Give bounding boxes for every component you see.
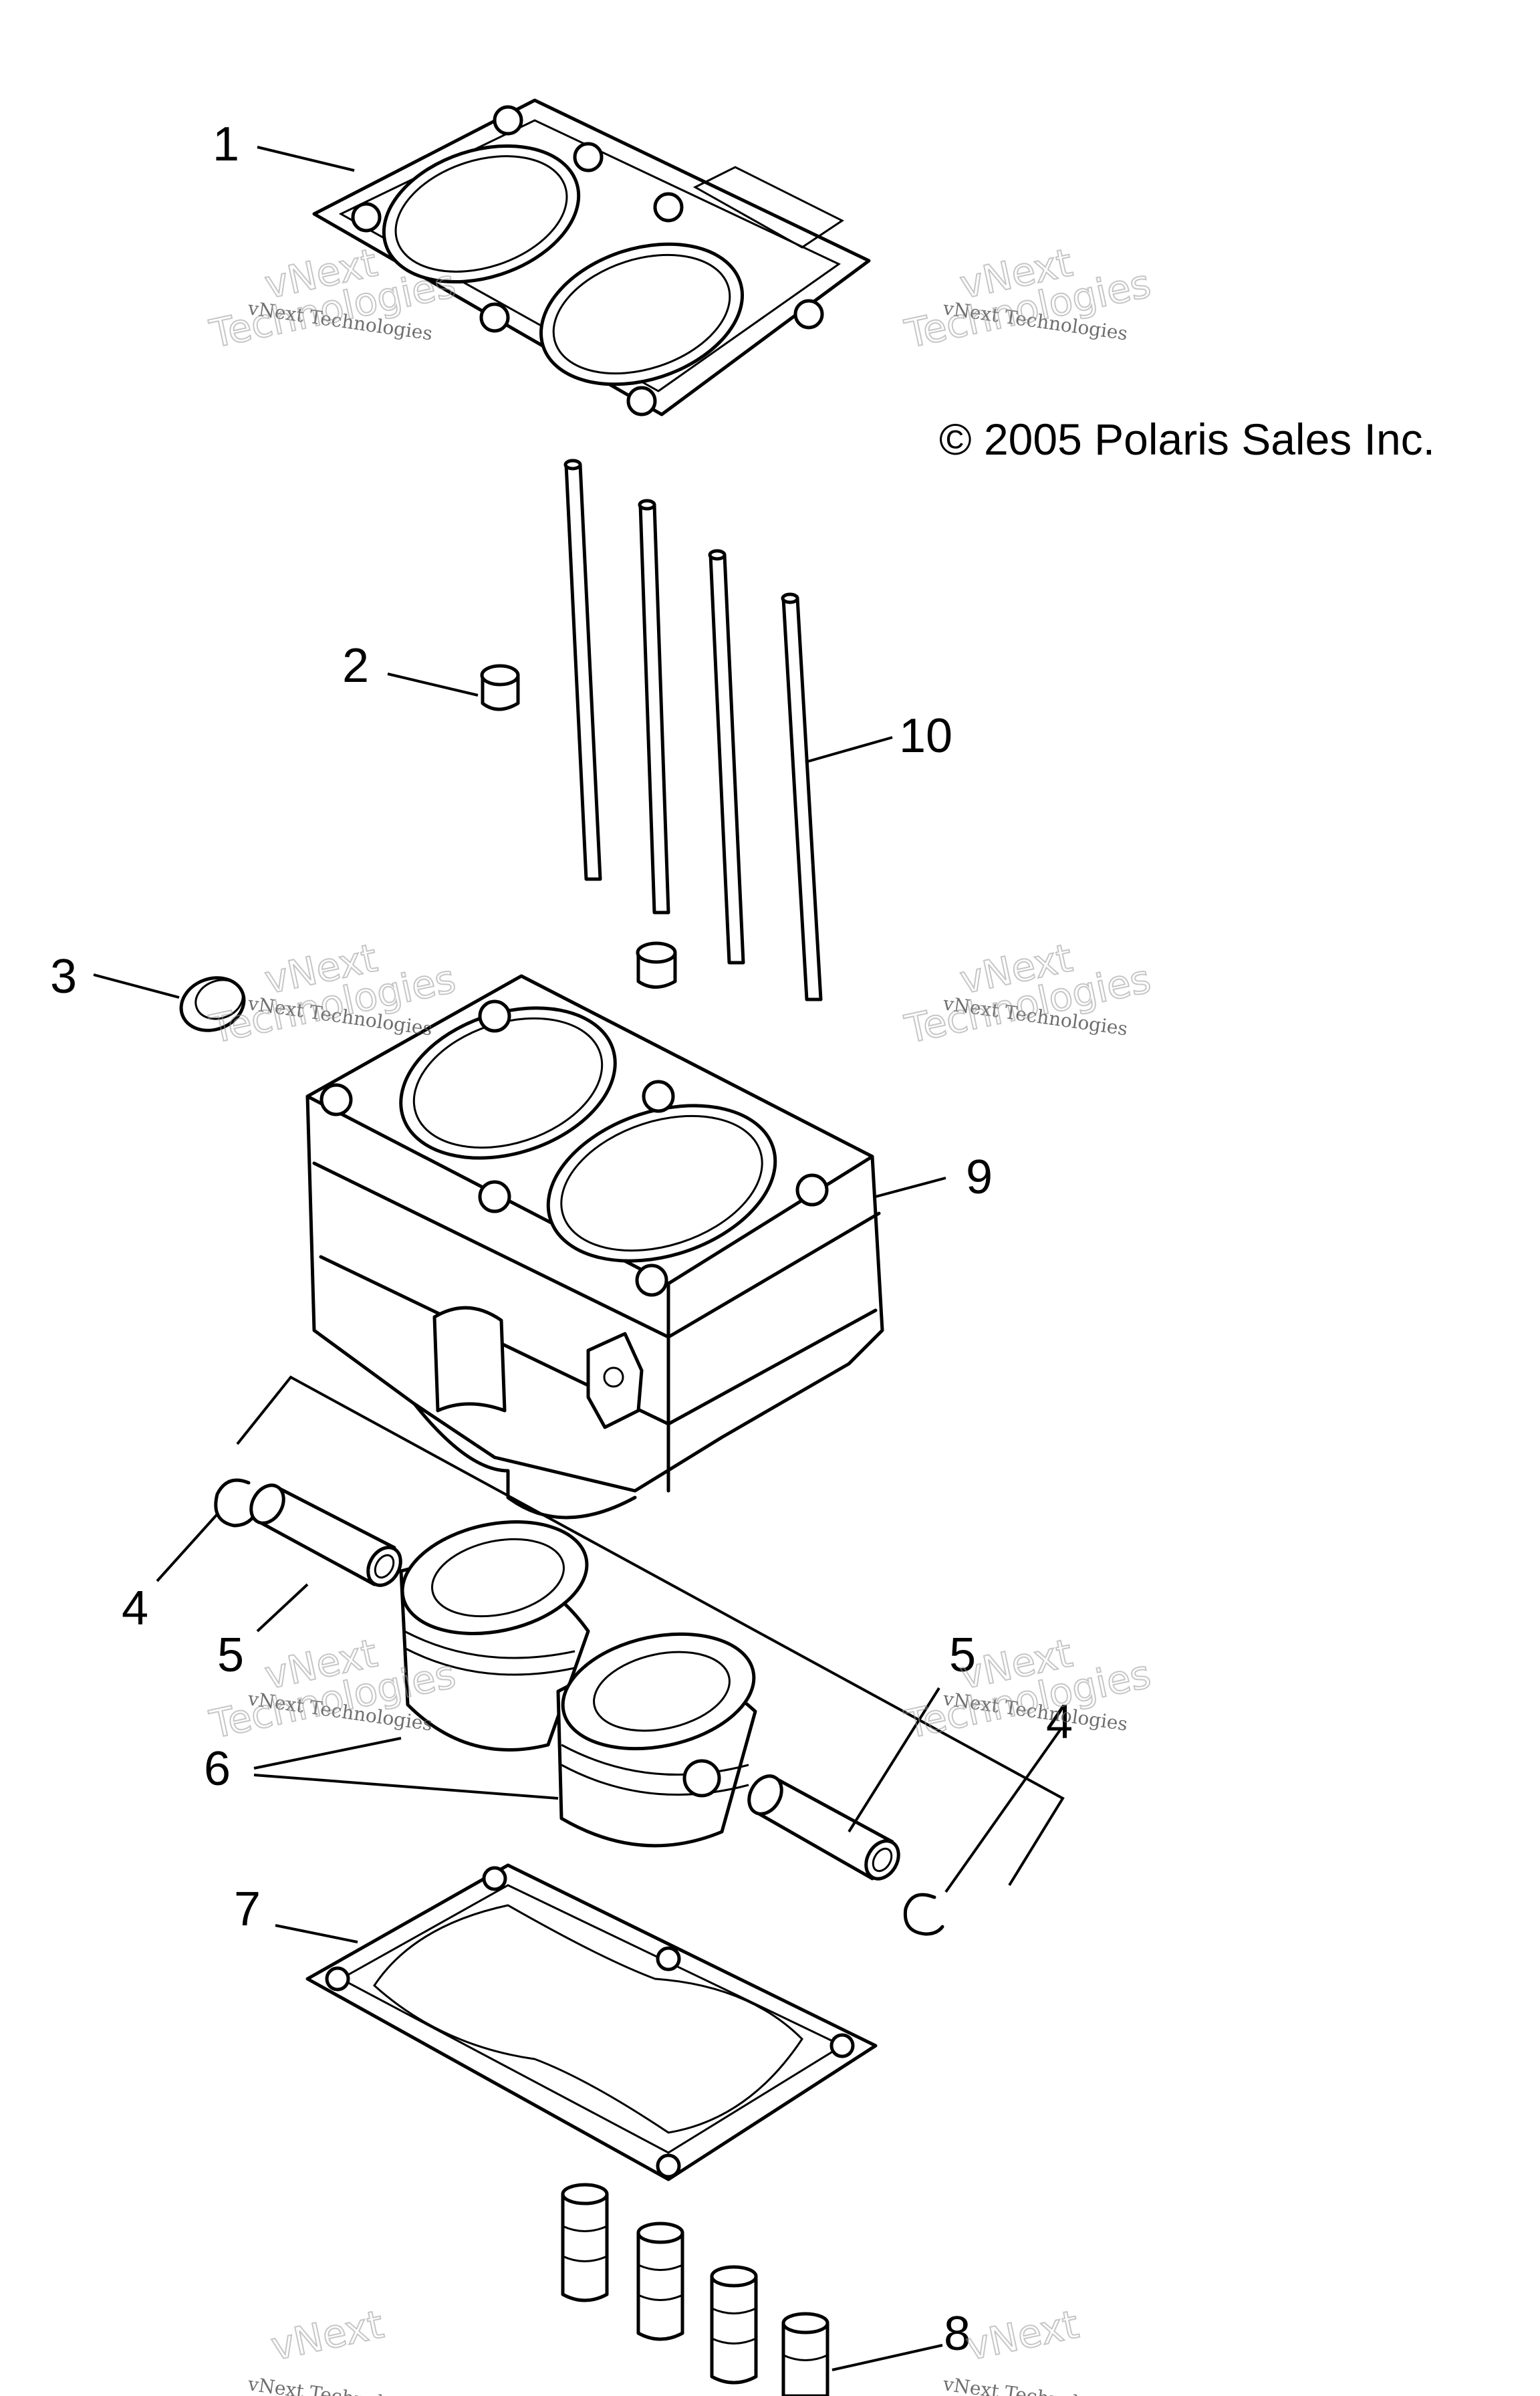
watermark-7: vNext Technologies xyxy=(246,2373,434,2396)
watermark-8-big: vNext xyxy=(962,2300,1083,2370)
base-gasket xyxy=(305,1863,878,2181)
dowel-pin xyxy=(480,664,520,711)
circlip-left xyxy=(214,1478,255,1528)
callout-6: 6 xyxy=(204,1742,231,1796)
copyright-notice: © 2005 Polaris Sales Inc. xyxy=(939,414,1435,464)
callout-9: 9 xyxy=(966,1151,993,1204)
cylinder-studs xyxy=(563,459,823,1001)
callout-10: 10 xyxy=(899,709,952,763)
callout-5-right: 5 xyxy=(949,1629,976,1682)
callout-1: 1 xyxy=(213,118,239,171)
watermark-big-text-2: vNext xyxy=(962,2301,1083,2369)
watermark-text: vNext Technologies xyxy=(941,2373,1129,2396)
circlip-right xyxy=(903,1893,944,1936)
dowel-pin-lower xyxy=(636,941,677,989)
piston-right xyxy=(556,1632,757,1848)
cylinder-block xyxy=(305,974,884,1520)
piston-left xyxy=(399,1520,590,1752)
watermark-big-text-2: vNext xyxy=(267,2301,388,2369)
watermark-7-big: vNext xyxy=(267,2300,388,2370)
wrist-pin-right xyxy=(747,1774,900,1881)
callout-7: 7 xyxy=(234,1883,261,1936)
head-gasket-top xyxy=(312,98,871,416)
callout-8: 8 xyxy=(944,2307,971,2361)
assembly-bracket xyxy=(236,1375,1065,1887)
callout-5-left: 5 xyxy=(217,1629,244,1682)
cylinder-plug xyxy=(179,976,246,1032)
bushings xyxy=(561,2183,829,2396)
callout-numbers: 1 2 3 4 5 6 7 8 9 10 5 4 xyxy=(50,118,1073,2361)
watermark-8: vNext Technologies xyxy=(941,2373,1129,2396)
callout-3: 3 xyxy=(50,950,77,1003)
wrist-pin-left xyxy=(249,1483,402,1587)
watermark-text: vNext Technologies xyxy=(246,2373,434,2396)
leader-lines xyxy=(93,146,1063,2371)
watermarks: vNext Technologies Technologies vNext vN… xyxy=(205,239,1156,2396)
callout-2: 2 xyxy=(342,639,369,693)
callout-4-left: 4 xyxy=(122,1582,148,1635)
callout-4-right: 4 xyxy=(1046,1695,1073,1749)
